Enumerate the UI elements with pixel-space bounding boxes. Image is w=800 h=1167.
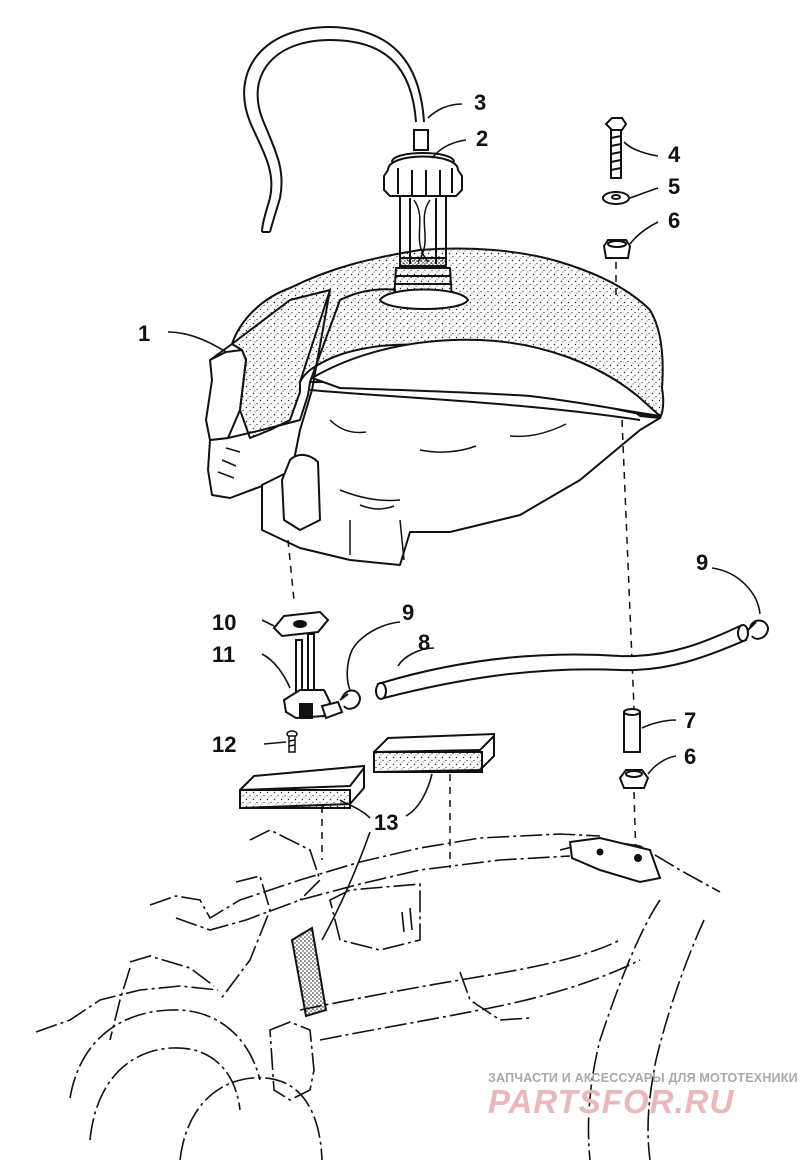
washer-5 xyxy=(602,191,630,205)
callout-7: 7 xyxy=(684,708,696,733)
fuel-hose-8 xyxy=(375,624,749,700)
gasket-10 xyxy=(272,610,330,638)
callout-2: 2 xyxy=(476,126,488,151)
hose-clamp-9-right xyxy=(747,619,770,640)
nut-6-top xyxy=(602,239,632,259)
callout-labels: 1 2 3 4 5 6 6 7 8 9 9 10 11 12 13 xyxy=(138,90,708,835)
callout-9-right: 9 xyxy=(696,550,708,575)
frame-bracket xyxy=(568,836,662,884)
callout-4: 4 xyxy=(668,142,681,167)
callout-8: 8 xyxy=(418,630,430,655)
fuel-valve-11 xyxy=(282,633,344,720)
callout-5: 5 xyxy=(668,174,680,199)
foam-pad-13-right xyxy=(373,732,495,774)
screw-12 xyxy=(286,730,298,753)
callout-1: 1 xyxy=(138,321,150,346)
callout-11: 11 xyxy=(212,642,235,667)
spacer-7 xyxy=(623,708,641,753)
callout-12: 12 xyxy=(212,732,236,757)
leader-lines xyxy=(167,103,761,941)
callout-6-bottom: 6 xyxy=(684,744,696,769)
fuel-tank xyxy=(205,247,665,566)
callout-6-top: 6 xyxy=(668,208,680,233)
foam-pad-13-frame xyxy=(290,926,328,1018)
callout-10: 10 xyxy=(212,610,236,635)
callout-9-left: 9 xyxy=(402,600,414,625)
bolt-4 xyxy=(604,117,628,179)
callout-3: 3 xyxy=(474,90,486,115)
nut-6-bottom xyxy=(618,769,650,789)
callout-13: 13 xyxy=(374,810,398,835)
hose-clamp-9-left xyxy=(339,689,362,710)
watermark-logo: PARTSFOR.RU xyxy=(488,1083,735,1120)
watermark-tagline: ЗАПЧАСТИ И АКСЕССУАРЫ ДЛЯ МОТОТЕХНИКИ xyxy=(488,1071,798,1085)
vent-hose xyxy=(243,25,425,233)
foam-pad-13-left xyxy=(239,764,365,810)
